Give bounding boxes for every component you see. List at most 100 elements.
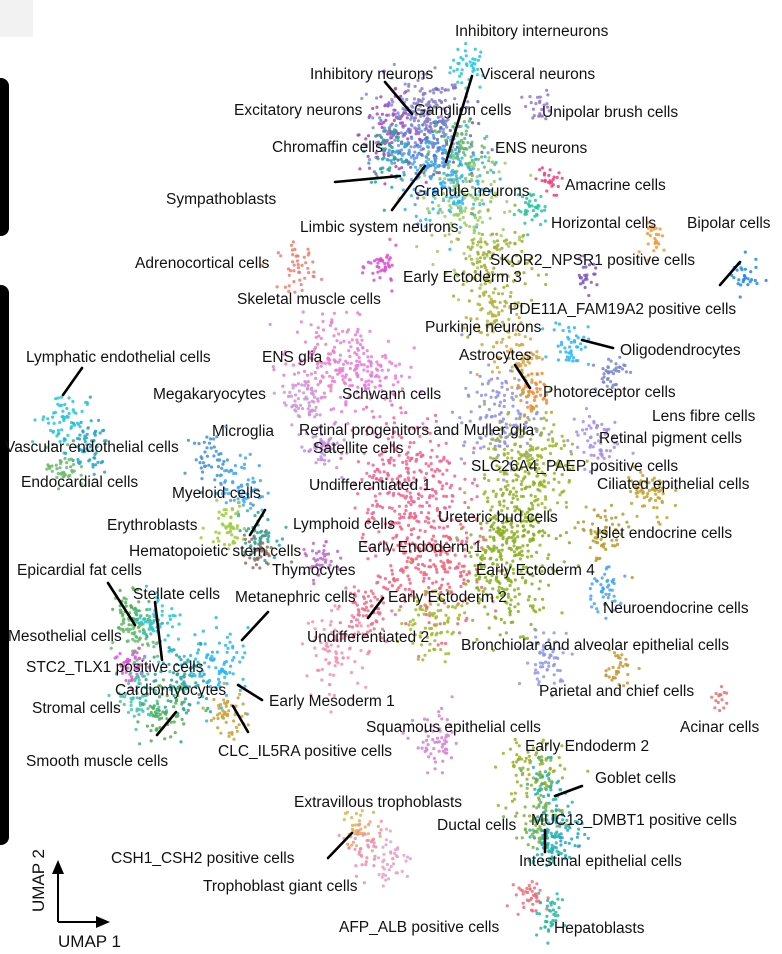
scatter-point — [464, 582, 468, 586]
scatter-point — [516, 193, 520, 197]
scatter-point — [453, 148, 457, 152]
scatter-point — [488, 528, 492, 532]
cluster-points — [541, 321, 591, 366]
scatter-point — [332, 407, 336, 411]
scatter-point — [318, 413, 322, 417]
scatter-point — [449, 756, 453, 760]
scatter-point — [336, 360, 340, 364]
scatter-point — [499, 617, 503, 622]
scatter-point — [137, 646, 141, 650]
scatter-point — [448, 566, 452, 570]
scatter-point — [412, 160, 416, 164]
corner-panel — [0, 0, 33, 37]
scatter-point — [60, 415, 64, 419]
scatter-point — [532, 533, 536, 537]
scatter-point — [376, 368, 380, 372]
scatter-point — [432, 756, 436, 761]
scatter-point — [516, 609, 520, 614]
scatter-point — [485, 242, 489, 246]
scatter-point — [665, 516, 669, 520]
scatter-point — [367, 158, 372, 162]
scatter-point — [471, 241, 475, 245]
scatter-point — [488, 256, 493, 261]
scatter-point — [432, 519, 436, 523]
scatter-point — [205, 446, 209, 450]
scatter-point — [235, 729, 239, 733]
cluster-points — [272, 379, 327, 437]
scatter-point — [447, 199, 451, 203]
scatter-point — [464, 54, 468, 58]
scatter-point — [300, 642, 304, 646]
scatter-point — [356, 311, 360, 315]
scatter-point — [61, 409, 65, 413]
scatter-point — [536, 503, 540, 507]
scatter-point — [398, 150, 402, 154]
scatter-point — [468, 224, 472, 229]
scatter-point — [311, 541, 315, 546]
scatter-point — [163, 711, 167, 715]
scatter-point — [322, 391, 326, 395]
scatter-point — [463, 153, 467, 157]
scatter-point — [135, 707, 139, 711]
scatter-point — [504, 238, 509, 242]
scatter-point — [251, 566, 255, 570]
scatter-point — [388, 399, 392, 403]
scatter-point — [446, 118, 450, 122]
scatter-point — [560, 176, 564, 180]
scatter-point — [381, 138, 385, 142]
scatter-point — [437, 525, 441, 529]
scatter-point — [339, 556, 343, 560]
scatter-point — [180, 702, 184, 706]
scatter-point — [554, 442, 559, 446]
scatter-point — [719, 685, 724, 689]
scatter-point — [572, 417, 576, 421]
scatter-point — [515, 342, 519, 347]
scatter-point — [380, 458, 384, 462]
scatter-point — [551, 439, 555, 443]
scatter-point — [443, 233, 447, 238]
scatter-point — [413, 141, 417, 145]
scatter-point — [453, 271, 457, 275]
scatter-point — [427, 107, 431, 112]
scatter-point — [272, 391, 276, 395]
scatter-point — [251, 480, 255, 484]
scatter-point — [186, 438, 190, 442]
scatter-point — [372, 278, 376, 282]
scatter-point — [479, 526, 483, 531]
scatter-point — [470, 497, 474, 501]
scatter-point — [438, 469, 442, 473]
cluster-points — [356, 69, 428, 186]
scatter-point — [347, 349, 351, 353]
scatter-point — [493, 444, 497, 448]
scatter-point — [148, 623, 152, 627]
scatter-point — [536, 273, 541, 277]
scatter-point — [245, 509, 250, 513]
scatter-point — [563, 346, 567, 350]
scatter-point — [463, 209, 467, 213]
scatter-point — [282, 390, 286, 394]
scatter-point — [362, 368, 366, 372]
scatter-point — [444, 735, 448, 739]
scatter-point — [526, 549, 530, 553]
scatter-point — [380, 354, 385, 358]
scatter-point — [519, 357, 524, 361]
scatter-point — [546, 438, 550, 442]
scatter-point — [753, 278, 757, 283]
scatter-point — [299, 320, 303, 324]
scatter-point — [516, 301, 521, 305]
scatter-point — [475, 495, 479, 499]
scatter-point — [329, 383, 333, 387]
scatter-point — [315, 366, 320, 370]
scatter-point — [497, 549, 501, 553]
scatter-point — [320, 395, 324, 399]
scatter-point — [446, 620, 450, 624]
scatter-point — [491, 329, 495, 334]
scatter-point — [180, 717, 184, 722]
scatter-point — [442, 171, 446, 175]
scatter-point — [506, 259, 510, 263]
scatter-point — [567, 329, 572, 333]
scatter-point — [359, 648, 363, 653]
scatter-point — [408, 161, 412, 165]
scatter-point — [530, 554, 534, 558]
scatter-point — [481, 291, 485, 295]
